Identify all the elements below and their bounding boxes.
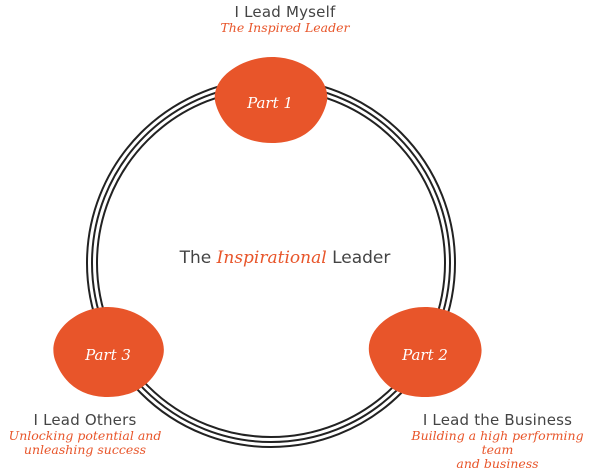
part-1-caption: I Lead Myself The Inspired Leader [170,3,400,35]
part-1-title: I Lead Myself [234,3,336,21]
part-3-label: Part 3 [85,346,131,364]
part-2-title: I Lead the Business [422,411,573,429]
center-title-suffix: Leader [332,248,391,268]
part-1-node[interactable] [214,57,328,143]
part-1-label: Part 1 [247,94,293,112]
part-2-label: Part 2 [402,346,448,364]
part-3-subtitle-line-1: Unlocking potential and [8,428,162,443]
center-title: The Inspirational Leader [160,248,410,268]
part-1-subtitle-line: The Inspired Leader [220,20,350,35]
part-3-subtitle-line-2: unleashing success [23,442,147,457]
center-title-prefix: The [179,248,212,268]
part-3-node[interactable] [53,307,164,397]
part-2-subtitle-line-1: Building a high performing team [411,428,584,457]
center-title-accent: Inspirational [216,248,327,268]
part-2-node[interactable] [368,307,482,397]
part-2-caption: I Lead the Business Building a high perf… [395,411,600,471]
part-3-title: I Lead Others [33,411,137,429]
part-2-subtitle-line-2: and business [456,456,539,471]
part-3-caption: I Lead Others Unlocking potential and un… [0,411,170,457]
